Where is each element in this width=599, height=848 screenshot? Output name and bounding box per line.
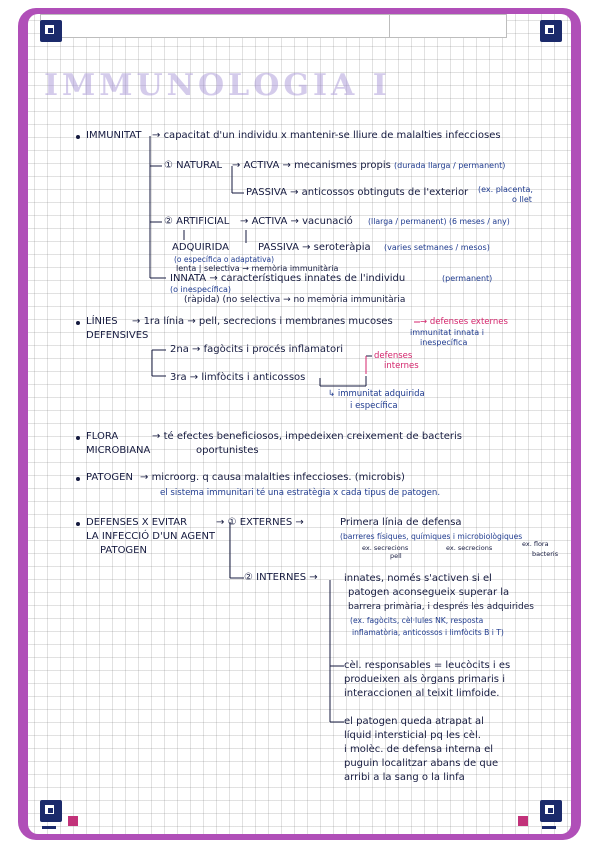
bullet-icon: [76, 321, 80, 325]
section-patogen-heading: PATOGEN: [86, 472, 133, 483]
linia-2-pink2: internes: [384, 361, 419, 371]
dash-mark-icon: [42, 826, 56, 829]
externes-small1: ex. secrecions: [362, 544, 409, 552]
page-title: IMMUNOLOGIA I: [44, 68, 391, 103]
externes-small3: ex. flora: [522, 540, 549, 548]
adquirida-note1: (o específica o adaptativa): [174, 255, 275, 264]
section-immunitat-heading: IMMUNITAT: [86, 130, 142, 141]
innata-note2: (o inespecífica): [170, 285, 232, 294]
adquirida-label: ADQUIRIDA: [172, 242, 229, 253]
patogen-blue: el sistema immunitari té una estratègia …: [160, 488, 441, 498]
section-linies-heading: LÍNIES: [86, 316, 118, 327]
corner-mark-icon: [540, 800, 562, 822]
section-defenses-heading3: PATOGEN: [100, 545, 147, 556]
externes-small5: bacteris: [532, 550, 559, 558]
natural-passiva-note2: o llet: [512, 195, 532, 204]
patogen-atrapat-1: el patogen queda atrapat al: [344, 716, 484, 727]
linia-1-blue1: immunitat innata i: [410, 328, 484, 337]
externes-blue: (barreres físiques, químiques i microbio…: [340, 532, 523, 541]
linia-1: → 1ra línia → pell, secrecions i membran…: [132, 316, 393, 327]
bullet-icon: [76, 522, 80, 526]
externes-small4: pell: [390, 552, 402, 560]
artificial-label: ② ARTIFICIAL: [164, 216, 230, 227]
responsables-2: produeixen als òrgans primaris i: [344, 674, 505, 685]
dash-mark-icon: [542, 826, 556, 829]
pink-square-icon: [68, 816, 78, 826]
corner-mark-icon: [540, 20, 562, 42]
section-flora-heading: FLORA: [86, 431, 119, 442]
natural-label: ① NATURAL: [164, 160, 223, 171]
section-flora-heading2: MICROBIANA: [86, 445, 151, 456]
pink-square-icon: [518, 816, 528, 826]
notebook-page: [28, 14, 571, 834]
externes-desc: Primera línia de defensa: [340, 517, 462, 528]
externes-label: → ① EXTERNES →: [216, 517, 304, 528]
patogen-atrapat-3: i molèc. de defensa interna el: [344, 744, 494, 755]
immunitat-definition: → capacitat d'un individu x mantenir-se …: [152, 130, 501, 141]
internes-blue1: (ex. fagòcits, cèl·lules NK, resposta: [350, 616, 484, 625]
internes-blue2: inflamatòria, anticossos i limfòcits B i…: [352, 628, 504, 637]
bullet-icon: [76, 135, 80, 139]
linia-2: 2na → fagòcits i procés inflamatori: [170, 344, 343, 355]
header-box: [40, 14, 507, 38]
artificial-activa-note: (llarga / permanent) (6 meses / any): [368, 217, 510, 226]
responsables-3: interaccionen al teixit limfoide.: [344, 688, 500, 699]
artificial-activa: → ACTIVA → vacunació: [240, 216, 353, 227]
innata-line: INNATA → característiques innates de l'i…: [170, 273, 406, 284]
section-linies-heading2: DEFENSIVES: [86, 330, 149, 341]
linia-1-pink: → defenses externes: [420, 317, 508, 327]
linia-1-blue2: inespecífica: [420, 338, 468, 347]
corner-mark-icon: [40, 20, 62, 42]
adquirida-note2: lenta | selectiva → memòria immunitària: [176, 264, 339, 273]
bullet-icon: [76, 477, 80, 481]
linia-3-blue1: ↳ immunitat adquirida: [328, 389, 425, 399]
natural-activa-note: (durada llarga / permanent): [394, 161, 506, 170]
internes-1: innates, només s'activen si el: [344, 573, 492, 584]
patogen-desc: → microorg. q causa malalties infecciose…: [140, 472, 405, 483]
internes-label: ② INTERNES →: [244, 572, 318, 583]
artificial-passiva: PASSIVA → seroteràpia: [258, 242, 371, 253]
internes-2: patogen aconsegueix superar la: [348, 587, 510, 598]
innata-note: (permanent): [442, 274, 493, 283]
flora-desc1: → té efectes beneficiosos, impedeixen cr…: [152, 431, 462, 442]
linia-2-pink1: defenses: [374, 351, 413, 361]
natural-passiva: PASSIVA → anticossos obtinguts de l'exte…: [246, 187, 469, 198]
section-defenses-heading: DEFENSES X EVITAR: [86, 517, 188, 528]
innata-desc2: (ràpida) (no selectiva → no memòria immu…: [184, 295, 406, 305]
linia-3-blue2: i específica: [350, 401, 398, 411]
linia-3: 3ra → limfòcits i anticossos: [170, 372, 306, 383]
patogen-atrapat-4: puguin localitzar abans de que: [344, 758, 499, 769]
corner-mark-icon: [40, 800, 62, 822]
patogen-atrapat-2: líquid intersticial pq les cèl.: [344, 730, 481, 741]
artificial-passiva-note: (varies setmanes / mesos): [384, 243, 490, 252]
internes-3: barrera primària, i després les adquirid…: [348, 602, 534, 612]
bullet-icon: [76, 436, 80, 440]
natural-passiva-note: (ex. placenta,: [478, 185, 533, 194]
responsables-1: cèl. responsables = leucòcits i es: [344, 660, 511, 671]
section-defenses-heading2: LA INFECCIÓ D'UN AGENT: [86, 531, 216, 542]
grid-background: [28, 14, 571, 834]
patogen-atrapat-5: arribi a la sang o la linfa: [344, 772, 465, 783]
externes-small2: ex. secrecions: [446, 544, 493, 552]
natural-activa: → ACTIVA → mecanismes propis: [232, 160, 391, 171]
flora-desc2: oportunistes: [196, 445, 259, 456]
